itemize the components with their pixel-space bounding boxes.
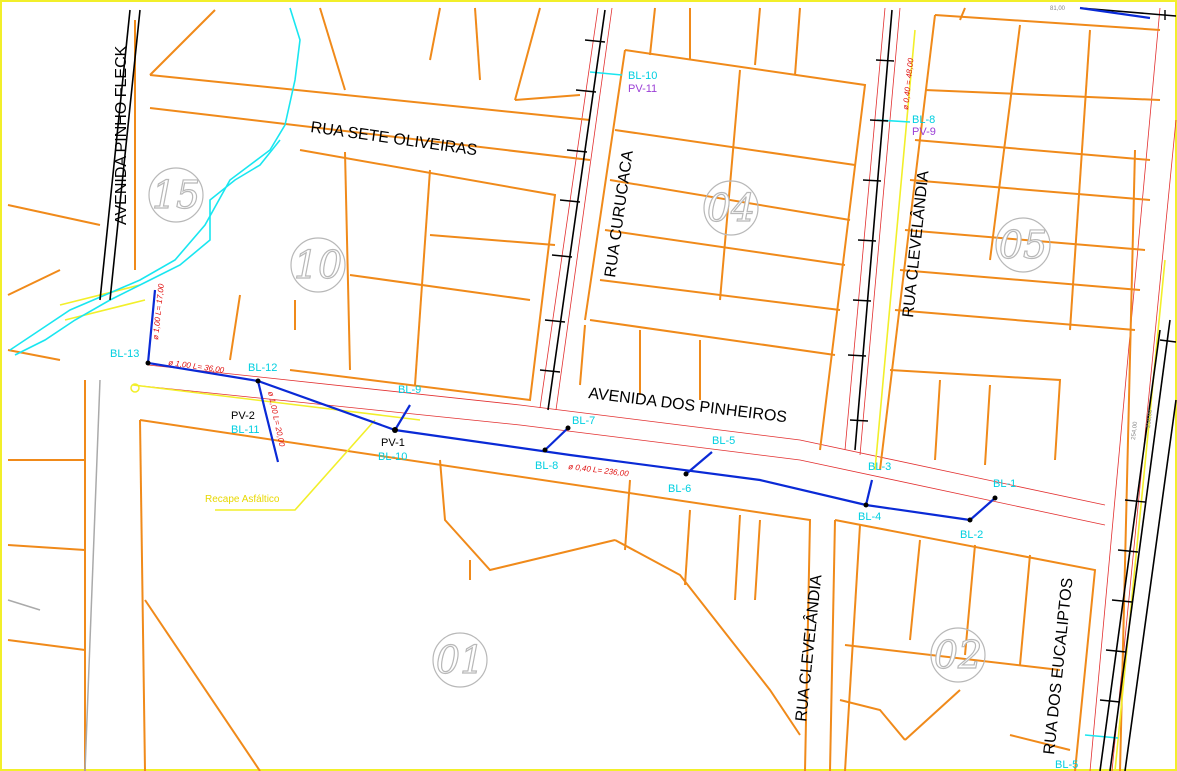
lot-lines: [7, 7, 1161, 771]
label-bl-10: BL-10: [628, 70, 657, 82]
label-pv-1: PV-1: [381, 437, 405, 449]
label-bl-5-south: BL-5: [1055, 759, 1078, 771]
sewer-lines: [7, 7, 1177, 771]
block-02: 02: [934, 633, 982, 677]
label-bl-7: BL-7: [572, 415, 595, 427]
block-01: 01: [436, 638, 484, 682]
label-bl-4: BL-4: [858, 511, 881, 523]
label-pv-2: PV-2: [231, 410, 255, 422]
label-bl-9: BL-9: [398, 384, 421, 396]
drain-pipes: [130, 6, 1151, 523]
label-recape: Recape Asfáltico: [205, 494, 280, 505]
river: [9, 7, 1119, 739]
yellow-lines: [59, 29, 1166, 771]
block-05: 05: [999, 223, 1047, 267]
label-bl-8: BL-8: [535, 460, 558, 472]
label-bl-13: BL-13: [110, 348, 139, 360]
block-15: 15: [152, 173, 200, 217]
point-labels: BL-10 PV-11 BL-8 PV-9 BL-13 BL-12 BL-9 P…: [110, 70, 1078, 771]
street-pinho-fleck: AVENIDA PINHO FLECK: [113, 45, 130, 225]
label-bl-10-south: BL-10: [378, 451, 407, 463]
label-bl-11: BL-11: [231, 424, 260, 436]
label-bl-1: BL-1: [993, 478, 1016, 490]
label-pv-11: PV-11: [628, 83, 657, 95]
dim-right-b: 250,00: [1146, 409, 1154, 429]
label-bl-12: BL-12: [248, 362, 277, 374]
label-bl-2: BL-2: [960, 529, 983, 541]
block-04: 04: [707, 186, 755, 230]
label-pv-9: PV-9: [912, 126, 936, 138]
label-bl-3: BL-3: [868, 461, 891, 473]
block-numbers: 15 10 04 05 01 02: [148, 167, 1051, 688]
dim-top: 81,00: [1050, 6, 1066, 12]
block-10: 10: [294, 243, 342, 287]
dim-right-a: 254,00: [1131, 421, 1139, 441]
label-bl-6: BL-6: [668, 483, 691, 495]
label-bl-5: BL-5: [712, 435, 735, 447]
label-bl-8-north: BL-8: [912, 114, 935, 126]
